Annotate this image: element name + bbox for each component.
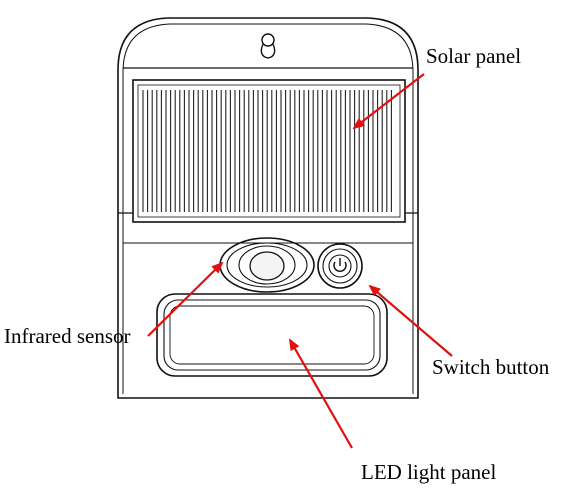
- solar-cell-lines: [142, 90, 392, 212]
- solar-panel: [132, 79, 406, 223]
- keyhole-icon: [260, 33, 276, 59]
- infrared-sensor-label: Infrared sensor: [4, 324, 131, 348]
- infrared-sensor: [219, 237, 315, 293]
- power-icon: [333, 258, 347, 272]
- switch-button-label: Switch button: [432, 355, 550, 379]
- arrow-switch-button: [368, 284, 453, 357]
- led-light-panel: [156, 293, 388, 377]
- arrow-led-light-panel: [289, 338, 353, 449]
- arrow-solar-panel: [352, 73, 425, 130]
- callout-arrows: [147, 73, 453, 449]
- solar-panel-label: Solar panel: [426, 44, 522, 68]
- switch-button: [317, 243, 363, 289]
- led-light-panel-label: LED light panel: [361, 460, 497, 484]
- arrow-infrared-sensor: [147, 261, 224, 337]
